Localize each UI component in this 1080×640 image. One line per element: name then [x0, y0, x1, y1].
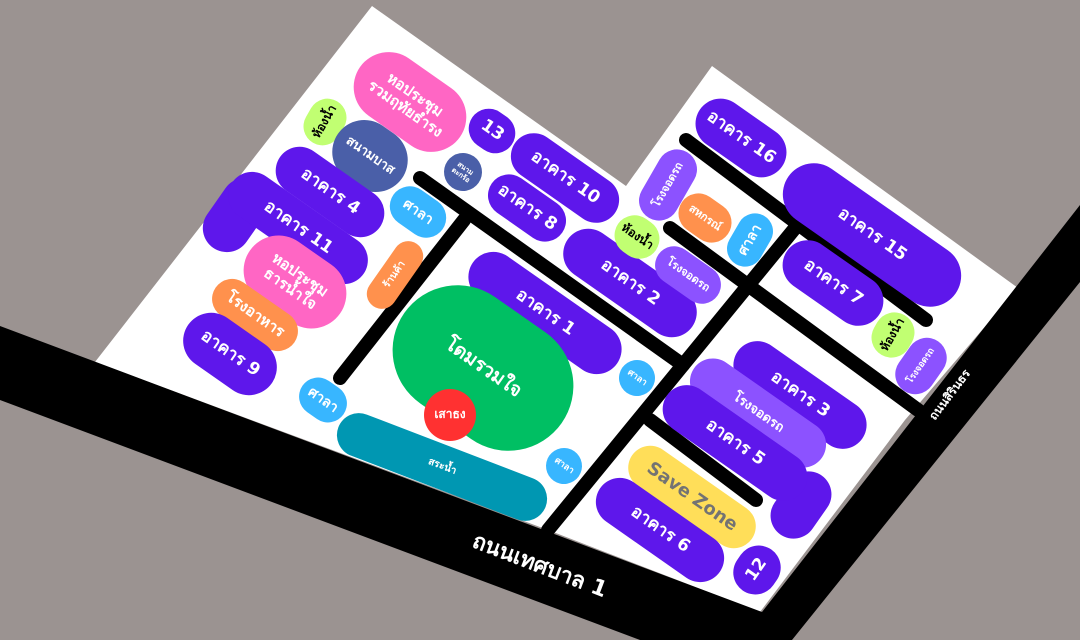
flagpole[interactable]: เสาธง — [424, 389, 476, 441]
label: ร้านค้า — [381, 259, 408, 291]
label: สหกรณ์ — [686, 201, 725, 234]
label: ศาลา — [304, 383, 342, 417]
label: ศาลา — [552, 455, 576, 477]
internal-road — [663, 221, 925, 417]
label: สระน้ำ — [426, 456, 458, 478]
internal-road — [679, 133, 933, 327]
internal-road — [643, 413, 763, 507]
label: เสาธง — [434, 407, 466, 422]
label: ศาลา — [734, 221, 766, 259]
label: โรงจอดรถ — [905, 346, 937, 386]
label: ศาลา — [399, 195, 437, 229]
label: ศาลา — [625, 367, 649, 389]
label: 13 — [477, 115, 508, 146]
label: ห้องน้ำ — [877, 315, 908, 354]
internal-road — [413, 171, 690, 372]
label: 12 — [741, 554, 772, 585]
main-road — [0, 205, 1080, 640]
label: ห้องน้ำ — [618, 220, 657, 253]
label: สนามบาส — [343, 132, 398, 178]
internal-road — [541, 215, 807, 537]
internal-road — [333, 213, 471, 385]
internal-roads — [333, 133, 933, 537]
